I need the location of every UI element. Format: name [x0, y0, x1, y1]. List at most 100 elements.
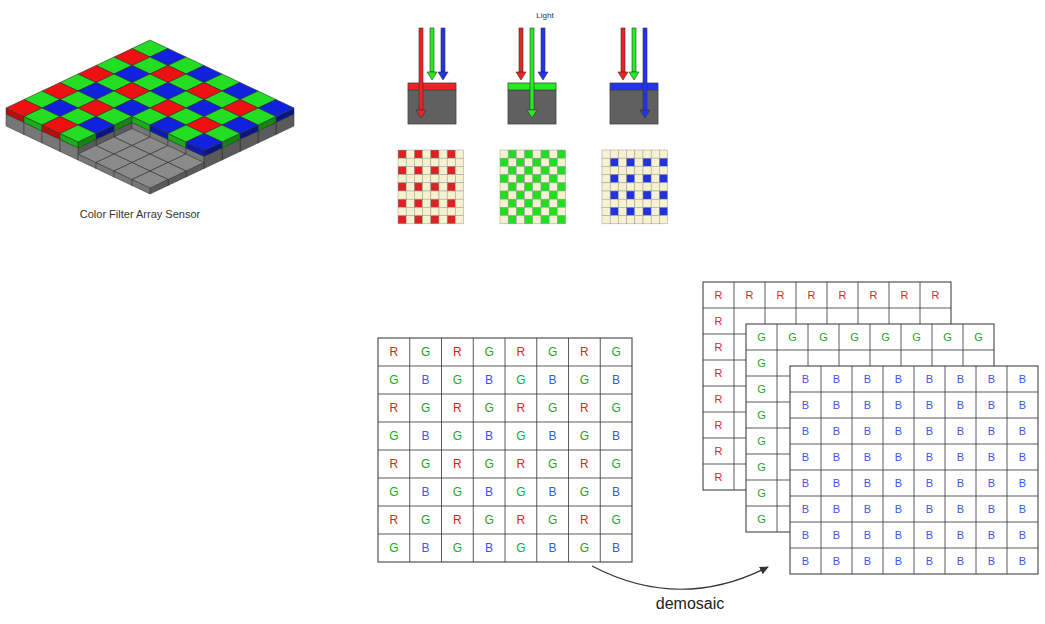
pattern-cell [651, 199, 659, 207]
pattern-cell [423, 207, 431, 215]
pattern-cell [431, 166, 439, 174]
channel-letter: B [926, 426, 933, 437]
pattern-cell [659, 175, 667, 183]
pattern-cell [525, 150, 533, 158]
channel-letter: B [895, 530, 902, 541]
pattern-cell [651, 191, 659, 199]
pattern-cell [618, 175, 626, 183]
pattern-cell [439, 216, 447, 224]
grid-line [536, 338, 537, 562]
light-arrowhead [640, 110, 650, 118]
mosaic-letter: G [580, 374, 589, 386]
channel-letter: B [1019, 426, 1026, 437]
pattern-cell [500, 207, 508, 215]
pattern-cell [659, 166, 667, 174]
pattern-cell [635, 150, 643, 158]
mosaic-letter: B [549, 430, 557, 442]
pattern-cell [659, 191, 667, 199]
pattern-cell [557, 150, 565, 158]
pattern-cell [635, 216, 643, 224]
channel-letter: B [926, 504, 933, 515]
channel-letter: B [988, 504, 995, 515]
mosaic-letter: B [549, 542, 557, 554]
pattern-cell [406, 175, 414, 183]
channel-letter: B [926, 374, 933, 385]
pattern-cell [618, 216, 626, 224]
channel-letter: B [833, 556, 840, 567]
pattern-cell [541, 183, 549, 191]
pattern-cell [610, 175, 618, 183]
channel-letter: R [715, 368, 723, 379]
pattern-cell [431, 183, 439, 191]
mosaic-letter: B [549, 374, 557, 386]
light-ray [632, 28, 636, 72]
pattern-cell [627, 216, 635, 224]
pattern-cell [549, 191, 557, 199]
pattern-cell [398, 207, 406, 215]
pattern-cell [541, 175, 549, 183]
mosaic-letter: G [389, 486, 398, 498]
mosaic-letter: R [580, 514, 589, 526]
light-arrowhead [527, 110, 537, 118]
channel-letter: B [802, 426, 809, 437]
pattern-cell [525, 216, 533, 224]
channel-letter: B [957, 374, 964, 385]
light-arrowhead [618, 72, 628, 80]
channel-letter: R [715, 446, 723, 457]
pattern-cell [406, 191, 414, 199]
pattern-cell [439, 199, 447, 207]
channel-letter: B [957, 478, 964, 489]
pattern-cell [455, 199, 463, 207]
pattern-cell [643, 183, 651, 191]
channel-letter: G [757, 462, 766, 473]
channel-letter: B [864, 374, 871, 385]
pattern-cell [414, 199, 422, 207]
photosite-block [610, 90, 658, 124]
pattern-cell [533, 175, 541, 183]
pattern-cell [398, 199, 406, 207]
pattern-cell [618, 207, 626, 215]
pattern-cell [431, 175, 439, 183]
mosaic-letter: B [485, 486, 493, 498]
pattern-cell [439, 183, 447, 191]
pattern-cell [500, 199, 508, 207]
mosaic-letter: R [453, 458, 462, 470]
pattern-cell [423, 191, 431, 199]
mosaic-letter: B [612, 374, 620, 386]
mosaic-letter: G [453, 486, 462, 498]
pattern-cell [431, 150, 439, 158]
pattern-cell [447, 199, 455, 207]
mosaic-letter: G [611, 514, 620, 526]
channel-letter: B [864, 452, 871, 463]
channel-letter: B [802, 556, 809, 567]
pattern-cell [618, 166, 626, 174]
pattern-cell [406, 158, 414, 166]
pattern-cell [447, 175, 455, 183]
light-ray [430, 28, 434, 72]
mosaic-letter: R [390, 458, 399, 470]
channel-letter: B [988, 556, 995, 567]
pattern-cell [557, 183, 565, 191]
channel-letter: R [715, 290, 723, 301]
channel-letter: B [833, 452, 840, 463]
pattern-cell [618, 191, 626, 199]
channel-letter: R [839, 290, 847, 301]
mosaic-letter: R [453, 514, 462, 526]
pattern-cell [602, 207, 610, 215]
pattern-cell [610, 166, 618, 174]
pattern-cell [541, 216, 549, 224]
pattern-cell [439, 191, 447, 199]
mosaic-letter: G [611, 458, 620, 470]
pattern-cell [627, 183, 635, 191]
mosaic-letter: G [580, 430, 589, 442]
pattern-cell [557, 191, 565, 199]
channel-letter: G [757, 358, 766, 369]
color-filter [408, 83, 456, 90]
pattern-cell [414, 216, 422, 224]
pattern-cell [610, 150, 618, 158]
pattern-cell [627, 175, 635, 183]
mosaic-letter: B [422, 486, 430, 498]
channel-letter: B [1019, 452, 1026, 463]
pattern-cell [533, 199, 541, 207]
mosaic-letter: G [516, 374, 525, 386]
